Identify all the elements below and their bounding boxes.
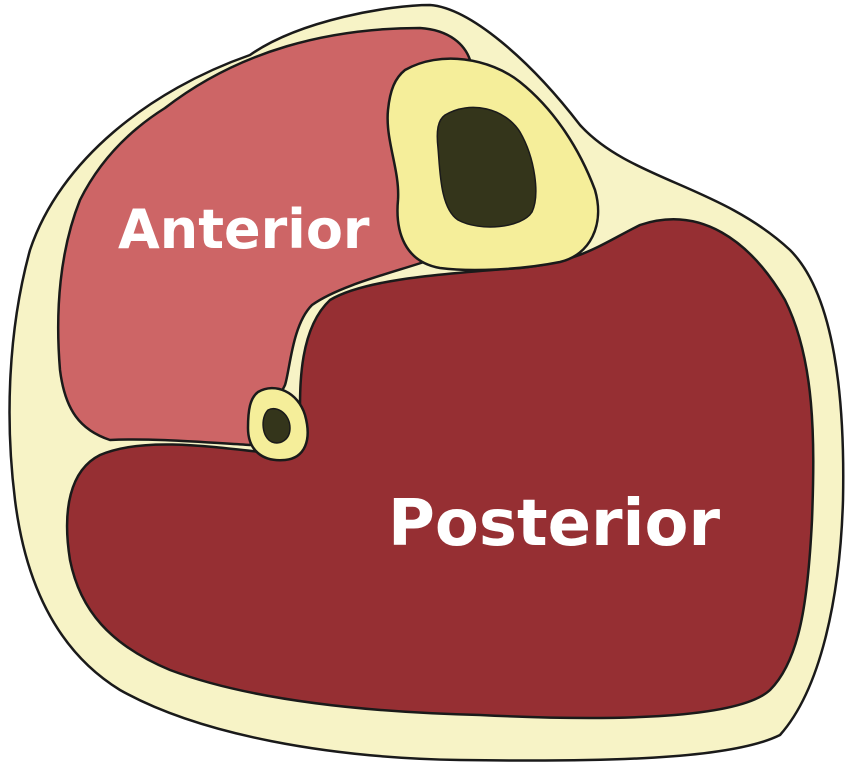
posterior-label: Posterior	[388, 487, 720, 561]
anterior-label: Anterior	[118, 198, 370, 261]
